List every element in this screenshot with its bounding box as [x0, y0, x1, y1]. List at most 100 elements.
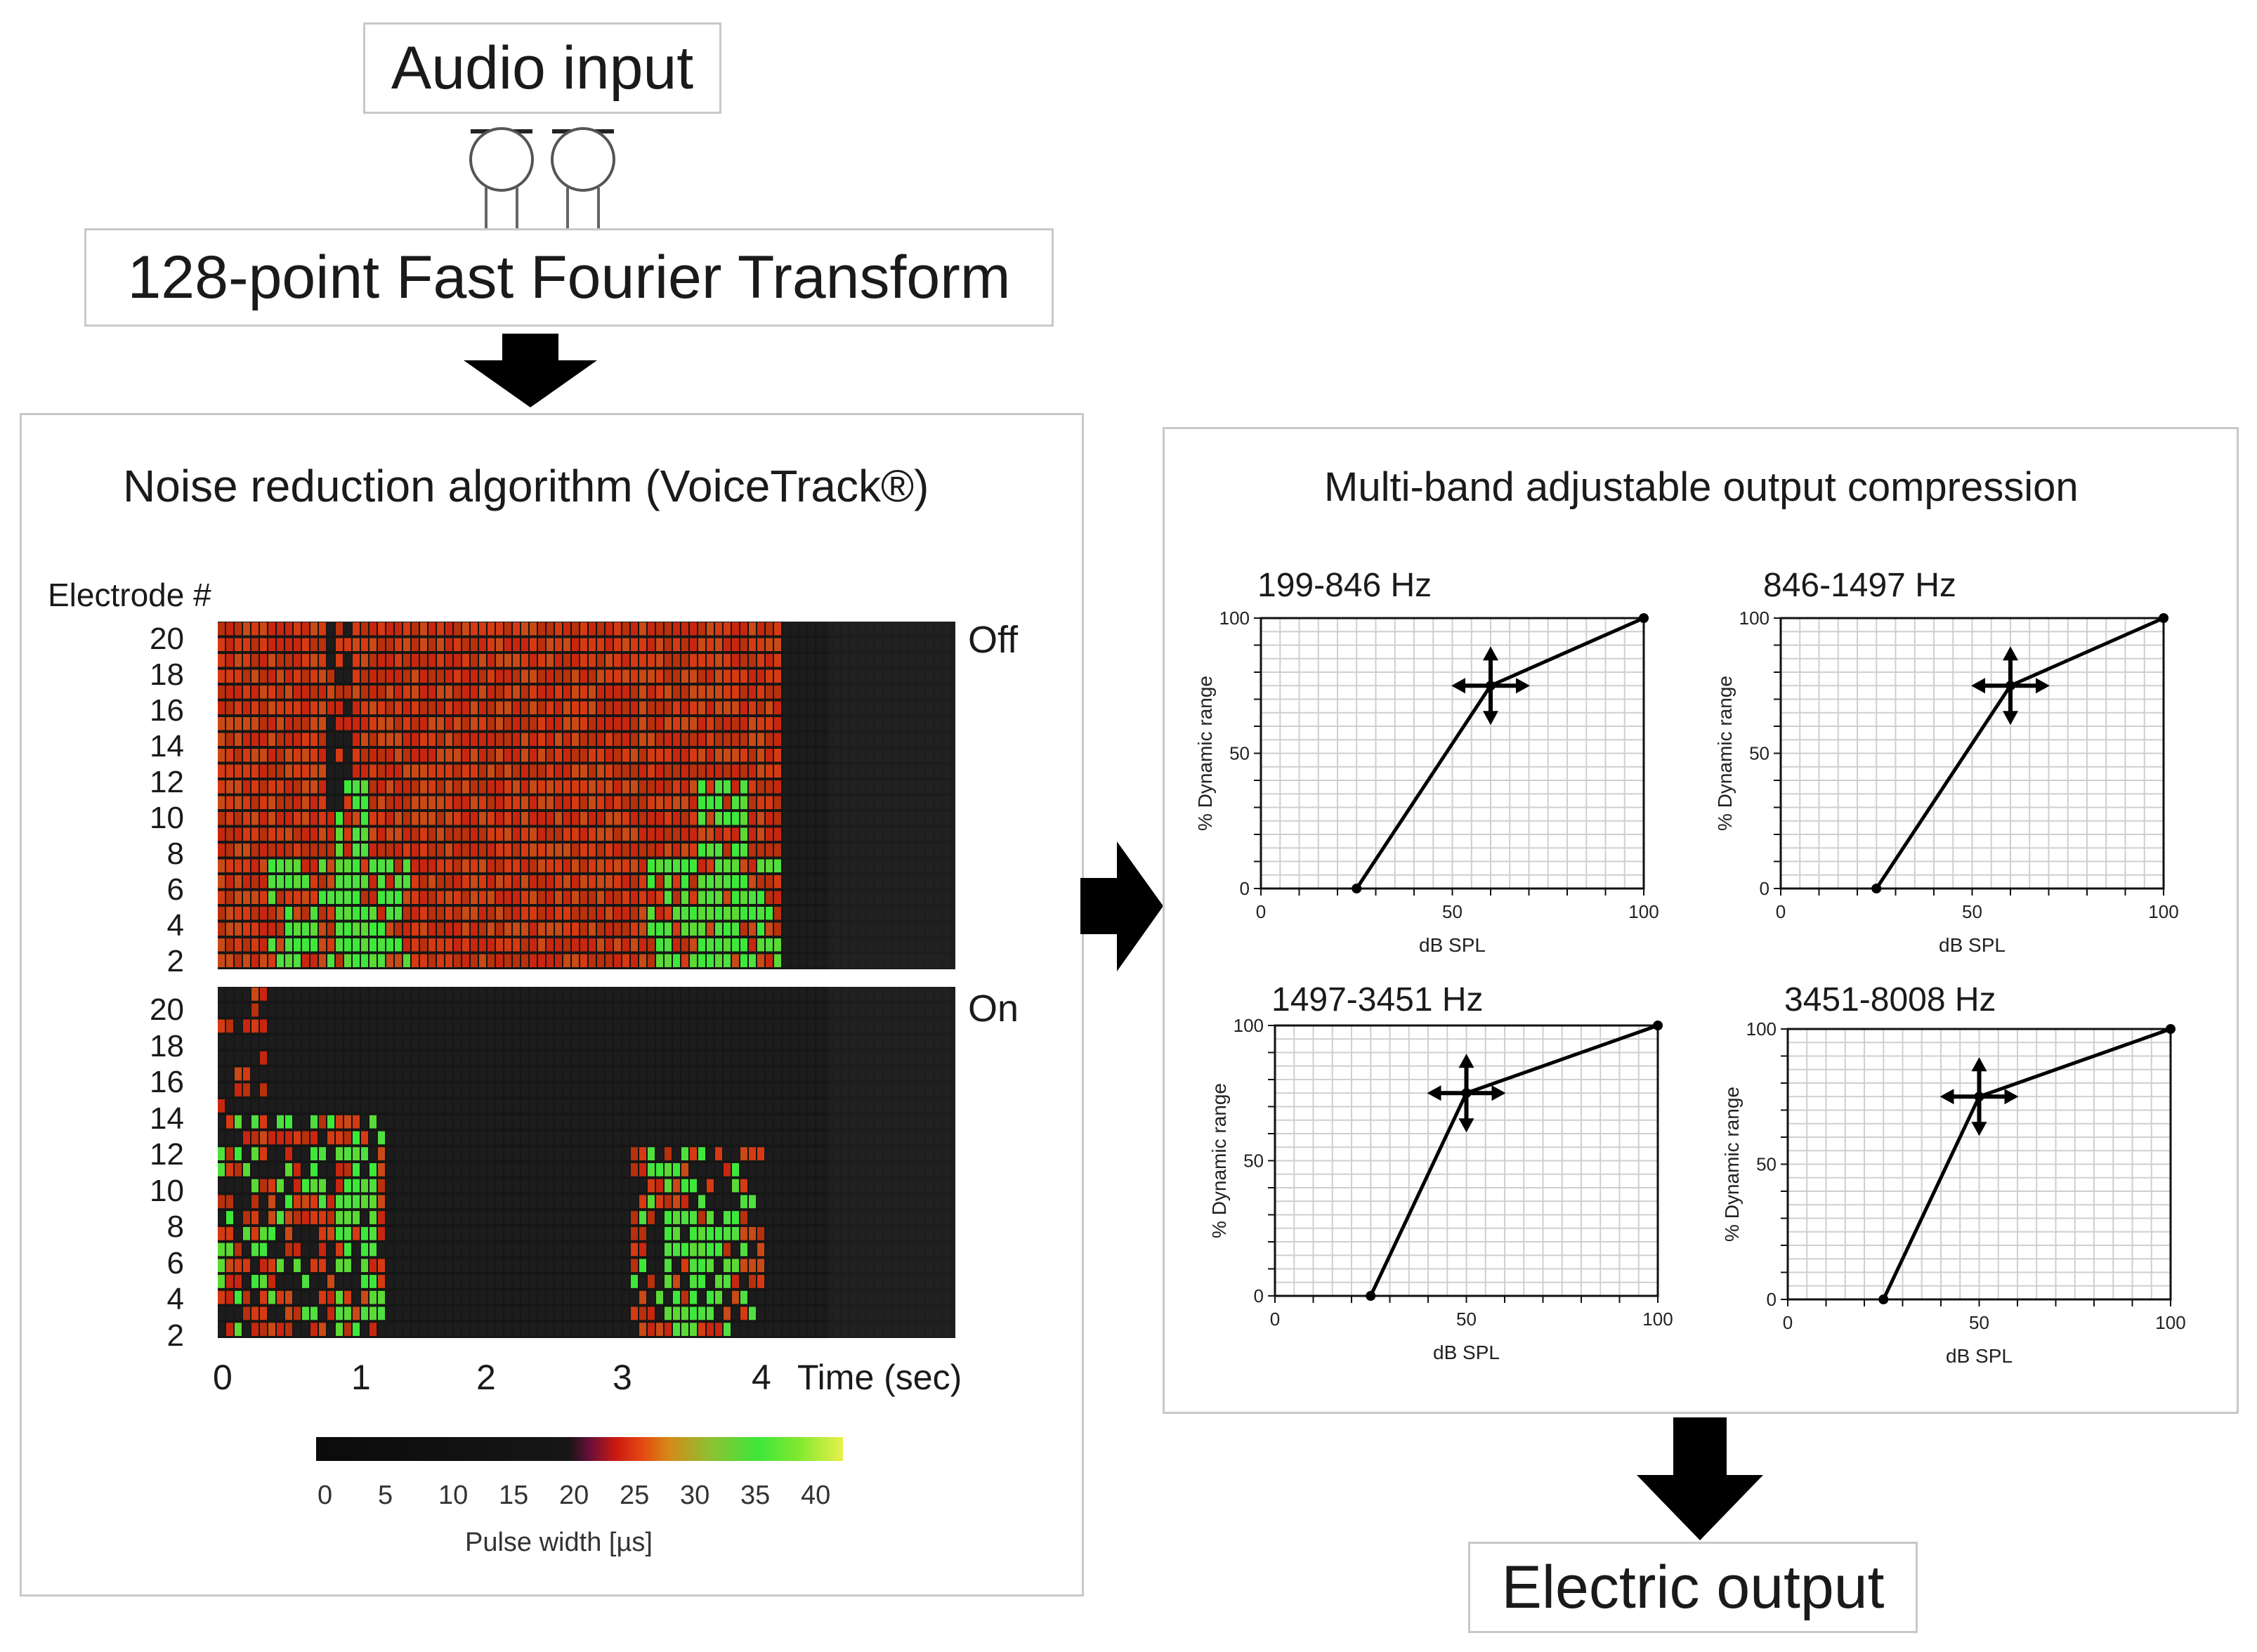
heatmap-cell [656, 1083, 663, 1097]
heatmap-cell [504, 1019, 511, 1033]
compression-panel-title: Multi-band adjustable output compression [1324, 464, 2079, 510]
heatmap-cell [926, 1067, 933, 1081]
heatmap-cell [344, 907, 351, 920]
heatmap-cell [884, 669, 891, 683]
heatmap-cell [917, 938, 924, 952]
heatmap-cell [589, 733, 596, 746]
heatmap-cell [943, 1019, 950, 1033]
heatmap-cell [378, 1243, 385, 1257]
heatmap-cell [606, 922, 613, 936]
heatmap-cell [943, 812, 950, 825]
heatmap-cell [724, 1099, 731, 1113]
heatmap-cell [479, 1323, 486, 1336]
heatmap-cell [572, 622, 579, 636]
heatmap-cell [875, 622, 882, 636]
heatmap-cell [783, 1019, 790, 1033]
heatmap-cell [715, 1259, 722, 1273]
move-arrows-icon [1427, 1054, 1506, 1133]
heatmap-cell [378, 796, 385, 809]
heatmap-cell [791, 1323, 798, 1336]
move-arrows-icon [1451, 646, 1530, 726]
heatmap-cell [462, 638, 469, 651]
heatmap-cell [766, 875, 773, 889]
heatmap-cell [479, 812, 486, 825]
heatmap-cell [825, 796, 832, 809]
heatmap-cell [597, 922, 604, 936]
heatmap-cell [943, 844, 950, 857]
heatmap-cell [471, 686, 478, 699]
heatmap-cell [243, 749, 250, 762]
heatmap-cell [428, 1019, 436, 1033]
heatmap-cell [631, 654, 638, 667]
heatmap-cell [799, 749, 806, 762]
heatmap-cell [901, 1147, 908, 1160]
heatmap-cell [673, 1323, 680, 1336]
heatmap-cell [386, 1035, 393, 1049]
heatmap-cell [614, 1003, 621, 1017]
heatmap-cell [774, 859, 781, 872]
heatmap-cell [783, 827, 790, 841]
heatmap-cell [681, 780, 688, 794]
heatmap-cell [369, 701, 377, 714]
heatmap-cell [842, 875, 849, 889]
heatmap-cell [833, 859, 840, 872]
heatmap-cell [496, 1147, 503, 1160]
heatmap-cell [344, 844, 351, 857]
heatmap-cell [622, 1019, 629, 1033]
heatmap-cell [732, 922, 739, 936]
heatmap-cell [799, 622, 806, 636]
heatmap-cell [344, 1083, 351, 1097]
x-tick-label: 50 [1456, 1309, 1477, 1330]
heatmap-cell [547, 1067, 554, 1081]
heatmap-cell [420, 875, 427, 889]
heatmap-cell [858, 988, 865, 1001]
heatmap-cell [555, 1083, 562, 1097]
heatmap-cell [850, 686, 857, 699]
heatmap-cell [412, 1003, 419, 1017]
heatmap-cell [597, 938, 604, 952]
heatmap-cell [850, 1147, 857, 1160]
heatmap-cell [521, 1099, 528, 1113]
heatmap-cell [454, 988, 461, 1001]
heatmap-cell [445, 1003, 452, 1017]
heatmap-cell [251, 988, 259, 1001]
heatmap-cell [884, 1211, 891, 1224]
heatmap-cell [917, 1323, 924, 1336]
heatmap-cell [563, 1163, 570, 1176]
heatmap-cell [673, 938, 680, 952]
heatmap-cell [251, 1226, 259, 1240]
heatmap-cell [757, 669, 764, 683]
heatmap-cell [715, 907, 722, 920]
heatmap-cell [875, 988, 882, 1001]
heatmap-cell [715, 1323, 722, 1336]
heatmap-cell [614, 1306, 621, 1320]
heatmap-cell [799, 1226, 806, 1240]
heatmap-cell [715, 654, 722, 667]
heatmap-cell [867, 1179, 874, 1193]
heatmap-cell [597, 907, 604, 920]
heatmap-cell [606, 749, 613, 762]
heatmap-cell [530, 891, 537, 904]
heatmap-cell [757, 1163, 764, 1176]
heatmap-cell [934, 780, 941, 794]
heatmap-cell [597, 1323, 604, 1336]
heatmap-cell [766, 1115, 773, 1129]
heatmap-cell [378, 844, 385, 857]
heatmap-cell [943, 701, 950, 714]
heatmap-cell [353, 938, 360, 952]
heatmap-cell [858, 1035, 865, 1049]
heatmap-cell [251, 1306, 259, 1320]
heatmap-cell [715, 827, 722, 841]
heatmap-cell [673, 1179, 680, 1193]
electric-output-box: Electric output [1468, 1542, 1918, 1633]
heatmap-cell [766, 938, 773, 952]
heatmap-cell [681, 875, 688, 889]
heatmap-cell [681, 1275, 688, 1288]
heatmap-cell [504, 1147, 511, 1160]
heatmap-cell [294, 1019, 301, 1033]
heatmap-cell [268, 1323, 275, 1336]
heatmap-cell [336, 733, 343, 746]
heatmap-cell [901, 1195, 908, 1209]
heatmap-cell [690, 922, 697, 936]
heatmap-cell [749, 891, 756, 904]
